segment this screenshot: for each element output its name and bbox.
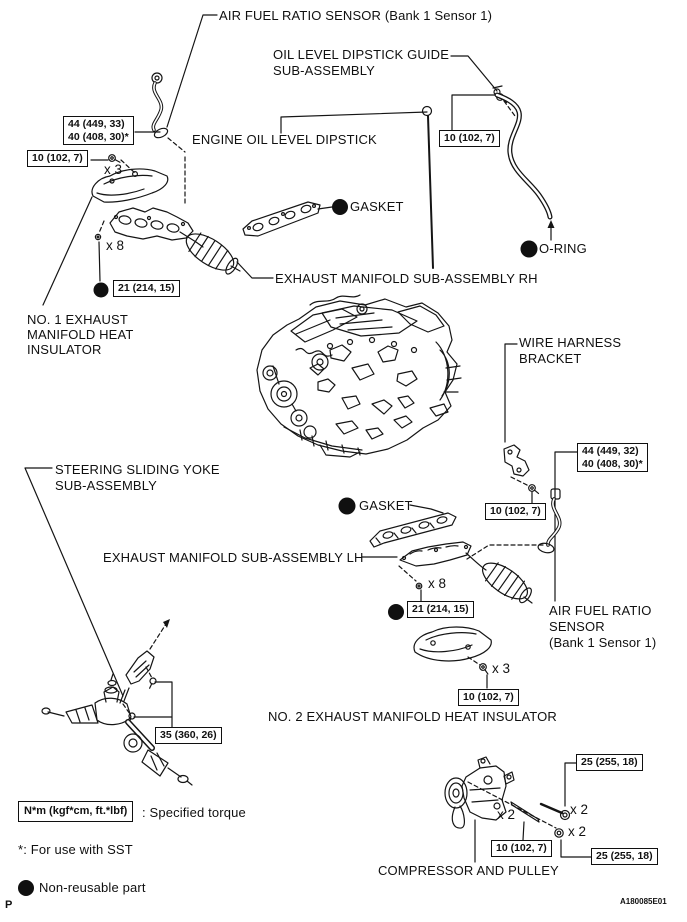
label-manifold-lh: EXHAUST MANIFOLD SUB-ASSEMBLY LH [103, 550, 364, 565]
torque-box-af-sensor-rh: 44 (449, 33) 40 (408, 30)* [63, 116, 134, 145]
leader-lines [24, 14, 592, 863]
count-insulator2-bolts: x 3 [492, 661, 511, 676]
label-af-sensor-lh-3: (Bank 1 Sensor 1) [549, 635, 657, 650]
page-marker: P [5, 899, 13, 911]
af-sensor-lh-drawing [537, 488, 562, 554]
dipstick-drawing [421, 105, 434, 269]
label-insulator2: NO. 2 EXHAUST MANIFOLD HEAT INSULATOR [268, 709, 557, 724]
legend-sst-note: *: For use with SST [18, 842, 133, 857]
torque-af-lh-line1: 44 (449, 32) [582, 445, 639, 457]
dipstick-guide-drawing [492, 85, 553, 220]
exhaust-manifold-rh-drawing [109, 207, 241, 275]
count-manifold-rh-nuts: x 8 [106, 238, 125, 253]
count-compressor-bolts: x 2 [570, 802, 589, 817]
count-manifold-lh-nuts: x 8 [428, 576, 447, 591]
torque-box-comp-stud: 10 (102, 7) [491, 840, 552, 857]
count-compressor-studs: x 2 [497, 807, 516, 822]
label-dipstick-guide-2: SUB-ASSEMBLY [273, 63, 375, 78]
wire-harness-bracket-drawing [503, 444, 530, 477]
label-dipstick-guide-1: OIL LEVEL DIPSTICK GUIDE [273, 47, 450, 62]
steering-yoke-drawing [119, 650, 155, 704]
steering-rack-drawing [41, 673, 193, 786]
stud-icon [510, 801, 540, 823]
af-sensor-rh-drawing [151, 72, 169, 139]
torque-box-insulator1: 10 (102, 7) [27, 150, 88, 167]
torque-box-insulator2: 10 (102, 7) [458, 689, 519, 706]
label-insulator1-2: MANIFOLD HEAT [27, 327, 134, 342]
torque-box-manifold-rh: 21 (214, 15) [113, 280, 180, 297]
torque-box-dipstick-guide: 10 (102, 7) [439, 130, 500, 147]
non-reusable-bullets [18, 199, 538, 896]
label-insulator1-3: INSULATOR [27, 342, 102, 357]
label-steering-1: STEERING SLIDING YOKE [55, 462, 220, 477]
torque-box-af-sensor-lh: 44 (449, 32) 40 (408, 30)* [577, 443, 648, 472]
label-compressor: COMPRESSOR AND PULLEY [378, 863, 559, 878]
label-o-ring: O-RING [539, 241, 587, 256]
label-af-sensor-rh: AIR FUEL RATIO SENSOR (Bank 1 Sensor 1) [219, 8, 493, 23]
torque-af-lh-line2: 40 (408, 30)* [582, 457, 643, 470]
label-harness-2: BRACKET [519, 351, 582, 366]
compressor-drawing [444, 756, 515, 829]
torque-box-harness: 10 (102, 7) [485, 503, 546, 520]
label-harness-1: WIRE HARNESS [519, 335, 622, 350]
legend-torque-meaning: : Specified torque [142, 805, 246, 820]
engine-drawing [256, 294, 462, 458]
label-gasket-lh: GASKET [359, 498, 413, 513]
torque-box-yoke: 35 (360, 26) [155, 727, 222, 744]
torque-box-manifold-lh: 21 (214, 15) [407, 601, 474, 618]
count-compressor-nuts: x 2 [568, 824, 587, 839]
torque-af-rh-line2: 40 (408, 30)* [68, 130, 129, 143]
exhaust-manifold-lh-drawing [399, 541, 533, 604]
label-steering-2: SUB-ASSEMBLY [55, 478, 157, 493]
torque-af-rh-line1: 44 (449, 33) [68, 118, 125, 130]
figure-code: A180085E01 [620, 897, 667, 906]
label-manifold-rh: EXHAUST MANIFOLD SUB-ASSEMBLY RH [275, 271, 538, 286]
gasket-lh-drawing [369, 512, 457, 548]
heat-insulator-2-drawing [413, 626, 492, 662]
label-af-sensor-lh-1: AIR FUEL RATIO [549, 603, 652, 618]
label-gasket-rh: GASKET [350, 199, 404, 214]
legend-non-reusable: Non-reusable part [39, 880, 146, 895]
count-insulator1-bolts: x 3 [104, 162, 123, 177]
heat-insulator-1-drawing [91, 168, 169, 203]
label-insulator1-1: NO. 1 EXHAUST [27, 312, 128, 327]
legend-torque-symbol-box: N*m (kgf*cm, ft.*lbf) [18, 801, 134, 822]
bolt-icons [94, 93, 571, 838]
gasket-rh-drawing [242, 201, 321, 237]
label-af-sensor-lh-2: SENSOR [549, 619, 605, 634]
bolt-shank [539, 802, 564, 815]
label-engine-dipstick: ENGINE OIL LEVEL DIPSTICK [192, 132, 377, 147]
torque-box-comp-nut: 25 (255, 18) [591, 848, 658, 865]
torque-box-comp-bolt: 25 (255, 18) [576, 754, 643, 771]
